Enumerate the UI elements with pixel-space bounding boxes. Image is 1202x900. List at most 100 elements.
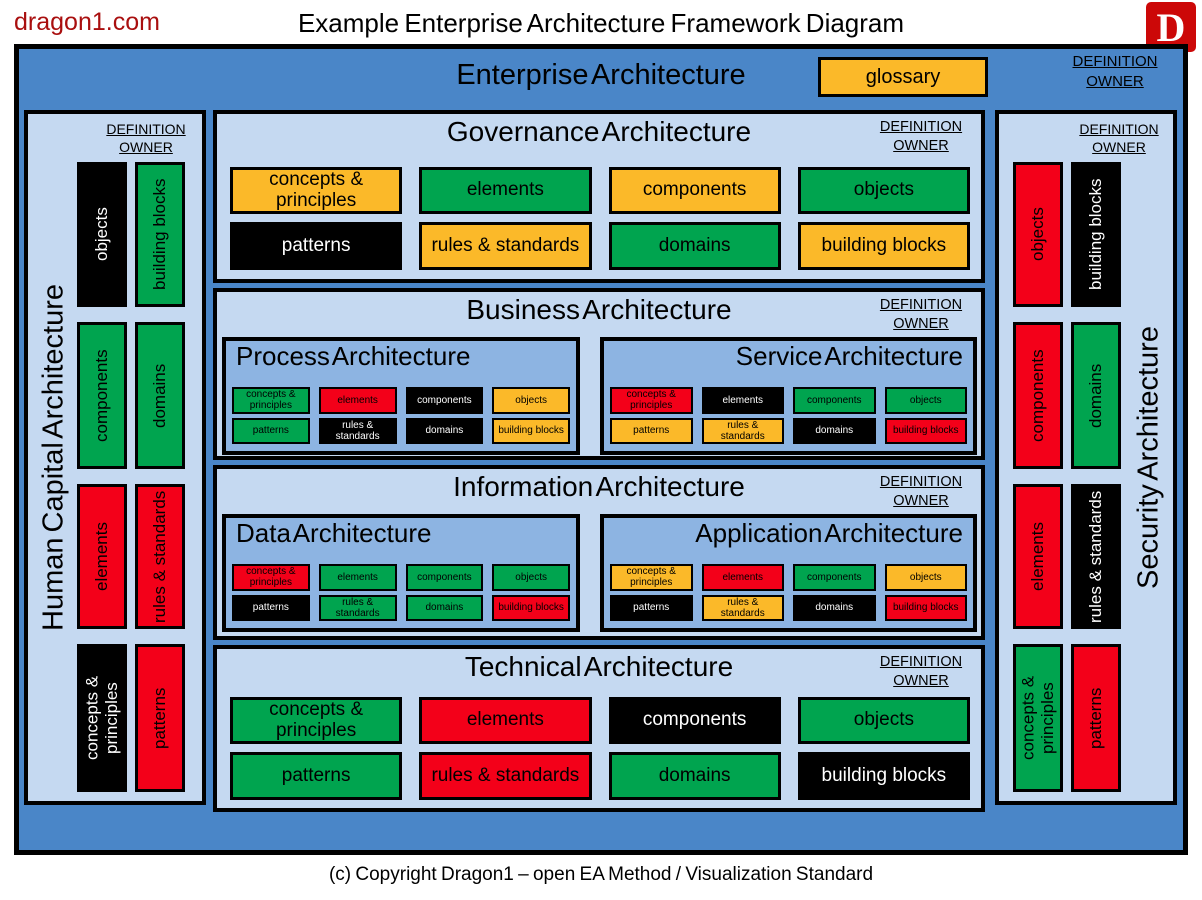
enterprise-architecture-title: Enterprise Architecture	[456, 59, 746, 91]
application-architecture-panel: Application Architecture concepts & prin…	[600, 514, 977, 632]
block-components: components	[608, 167, 781, 214]
block-objects: objects	[492, 564, 570, 591]
block-rules-standards: rules & standards	[701, 417, 784, 444]
page-title: Example Enterprise Architecture Framewor…	[297, 8, 905, 38]
block-components: components	[405, 387, 484, 414]
technical-blocks: concepts & principles elements components o…	[230, 697, 970, 800]
information-architecture-title: Information Architecture	[453, 471, 745, 502]
service-blocks: concepts & principles elements components o…	[610, 387, 967, 444]
block-components: components	[405, 564, 484, 591]
human-capital-architecture-panel: DEFINITION OWNER Human Capital Architect…	[24, 110, 206, 805]
block-concepts-principles: concepts & principles	[1013, 644, 1063, 792]
block-elements: elements	[318, 564, 397, 591]
security-architecture-title: Security Architecture	[1132, 326, 1165, 589]
block-concepts-principles: concepts & principles	[77, 644, 127, 792]
block-concepts-principles: concepts & principles	[230, 167, 403, 214]
block-domains: domains	[793, 417, 876, 444]
block-objects: objects	[77, 162, 127, 307]
block-concepts-principles: concepts & principles	[610, 564, 693, 591]
block-objects: objects	[884, 387, 967, 414]
definition-owner-link-human-capital[interactable]: DEFINITION OWNER	[106, 121, 186, 156]
block-building-blocks: building blocks	[797, 222, 970, 270]
block-components: components	[608, 697, 781, 744]
definition-owner-link-security[interactable]: DEFINITION OWNER	[1079, 121, 1159, 156]
block-patterns: patterns	[135, 644, 185, 792]
block-building-blocks: building blocks	[492, 594, 570, 621]
technical-architecture-title: Technical Architecture	[464, 651, 734, 682]
block-elements: elements	[701, 564, 784, 591]
block-rules-standards: rules & standards	[701, 594, 784, 621]
governance-architecture-title: Governance Architecture	[446, 116, 752, 147]
block-objects: objects	[1013, 162, 1063, 307]
block-components: components	[793, 387, 876, 414]
definition-owner-link-information[interactable]: DEFINITION OWNER	[879, 474, 963, 509]
brand-text[interactable]: dragon1.com	[14, 8, 160, 36]
definition-owner-link-business[interactable]: DEFINITION OWNER	[879, 297, 963, 332]
enterprise-architecture-frame: Enterprise Architecture glossary DEFINIT…	[14, 44, 1188, 855]
block-rules-standards: rules & standards	[419, 752, 592, 800]
process-blocks: concepts & principles elements components o…	[232, 387, 570, 444]
block-domains: domains	[793, 594, 876, 621]
data-architecture-blocks: concepts & principles elements components o…	[232, 564, 570, 621]
block-rules-standards: rules & standards	[419, 222, 592, 270]
block-building-blocks: building blocks	[1071, 162, 1121, 307]
block-patterns: patterns	[610, 594, 693, 621]
block-domains: domains	[608, 222, 781, 270]
block-building-blocks: building blocks	[797, 752, 970, 800]
technical-architecture-panel: Technical Architecture DEFINITION OWNER …	[213, 645, 985, 812]
block-patterns: patterns	[230, 752, 403, 800]
block-domains: domains	[405, 417, 484, 444]
block-objects: objects	[884, 564, 967, 591]
block-rules-standards: rules & standards	[318, 417, 397, 444]
block-objects: objects	[797, 167, 970, 214]
application-architecture-title: Application Architecture	[695, 518, 963, 548]
block-building-blocks: building blocks	[135, 162, 185, 307]
process-architecture-title: Process Architecture	[236, 341, 471, 371]
block-elements: elements	[419, 167, 592, 214]
block-concepts-principles: concepts & principles	[610, 387, 693, 414]
block-building-blocks: building blocks	[492, 417, 570, 444]
business-architecture-title: Business Architecture	[466, 294, 732, 325]
block-domains: domains	[135, 322, 185, 469]
block-rules-standards: rules & standards	[318, 594, 397, 621]
information-architecture-panel: Information Architecture DEFINITION OWNE…	[213, 465, 985, 640]
block-rules-standards: rules & standards	[1071, 484, 1121, 629]
service-architecture-title: Service Architecture	[735, 341, 963, 371]
dragon1-logo: D	[1146, 2, 1196, 52]
block-concepts-principles: concepts & principles	[232, 564, 310, 591]
definition-owner-link-enterprise[interactable]: DEFINITION OWNER	[1072, 53, 1158, 90]
definition-owner-link-technical[interactable]: DEFINITION OWNER	[879, 654, 963, 689]
block-building-blocks: building blocks	[884, 417, 967, 444]
block-rules-standards: rules & standards	[135, 484, 185, 629]
copyright-text: (c) Copyright Dragon1 – open EA Method /…	[328, 864, 874, 885]
block-objects: objects	[492, 387, 570, 414]
block-components: components	[77, 322, 127, 469]
block-elements: elements	[1013, 484, 1063, 629]
block-building-blocks: building blocks	[884, 594, 967, 621]
block-concepts-principles: concepts & principles	[230, 697, 403, 744]
block-concepts-principles: concepts & principles	[232, 387, 310, 414]
dragon1-logo-letter: D	[1156, 4, 1186, 50]
block-elements: elements	[419, 697, 592, 744]
human-capital-architecture-title: Human Capital Architecture	[37, 284, 70, 631]
block-patterns: patterns	[230, 222, 403, 270]
block-components: components	[1013, 322, 1063, 469]
block-domains: domains	[405, 594, 484, 621]
block-elements: elements	[318, 387, 397, 414]
block-domains: domains	[1071, 322, 1121, 469]
block-patterns: patterns	[232, 594, 310, 621]
block-elements: elements	[701, 387, 784, 414]
glossary-button[interactable]: glossary	[818, 57, 988, 97]
governance-blocks: concepts & principles elements components o…	[230, 167, 970, 270]
definition-owner-link-governance[interactable]: DEFINITION OWNER	[879, 119, 963, 154]
process-architecture-panel: Process Architecture concepts & principl…	[222, 337, 580, 455]
block-patterns: patterns	[1071, 644, 1121, 792]
block-objects: objects	[797, 697, 970, 744]
block-elements: elements	[77, 484, 127, 629]
service-architecture-panel: Service Architecture concepts & principl…	[600, 337, 977, 455]
governance-architecture-panel: Governance Architecture DEFINITION OWNER…	[213, 110, 985, 283]
block-components: components	[793, 564, 876, 591]
